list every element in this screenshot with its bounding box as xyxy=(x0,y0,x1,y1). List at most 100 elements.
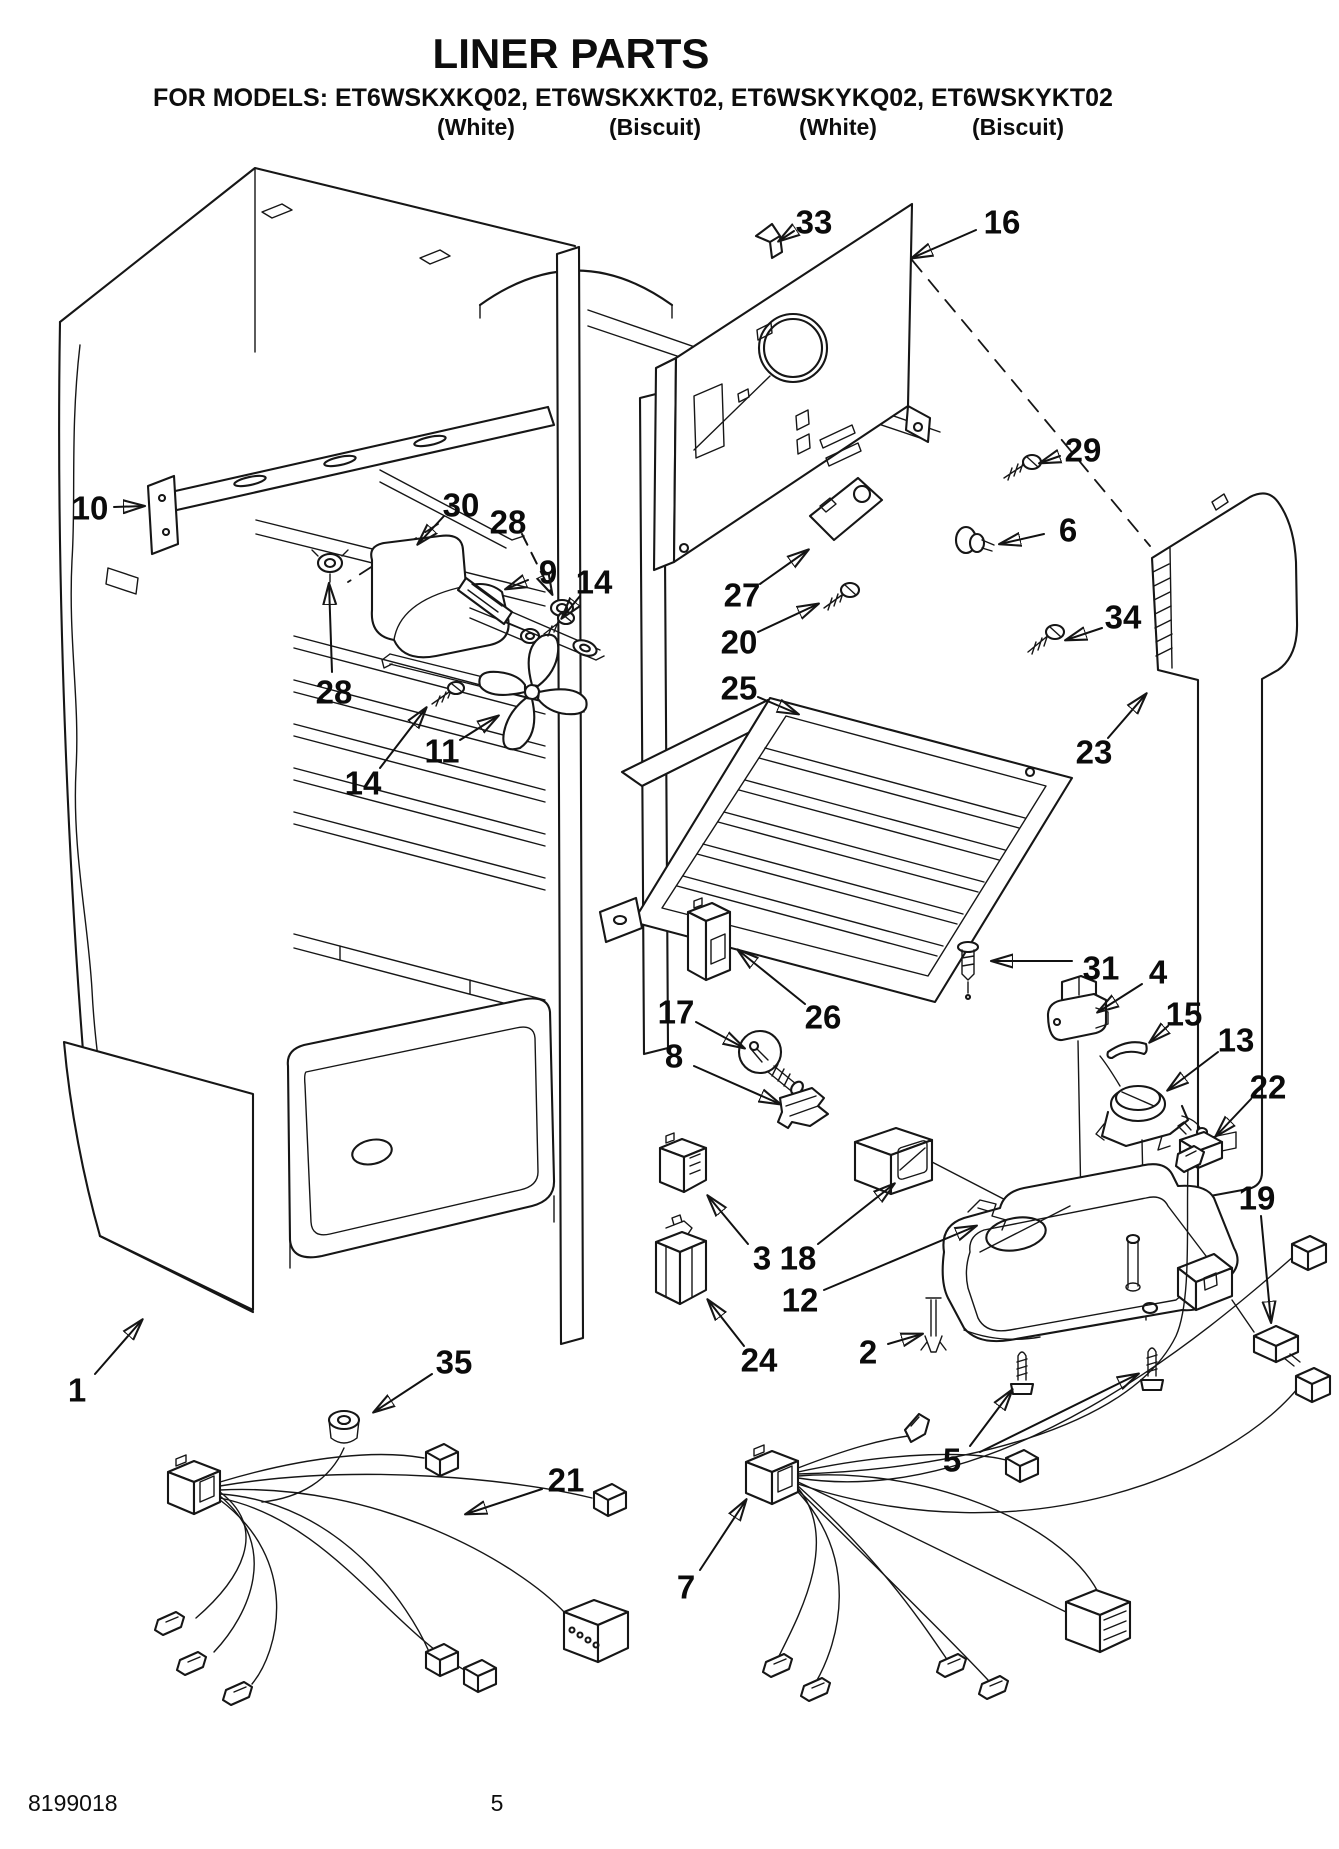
callout-layer: 1234567891011121314141516171819202122232… xyxy=(68,204,1287,1606)
gasket-strip-15 xyxy=(1106,1041,1148,1060)
callout-arrow-34 xyxy=(1066,628,1103,640)
callout-label-28: 28 xyxy=(490,504,527,541)
document-number: 8199018 xyxy=(28,1790,118,1816)
callout-arrow-8 xyxy=(693,1065,780,1104)
page-number: 5 xyxy=(490,1790,504,1816)
callout-label-31: 31 xyxy=(1083,950,1120,987)
callout-label-34: 34 xyxy=(1105,599,1142,636)
callout-arrow-6 xyxy=(1000,534,1045,544)
callout-label-25: 25 xyxy=(721,670,758,707)
callout-label-16: 16 xyxy=(984,204,1021,241)
callout-label-13: 13 xyxy=(1218,1022,1255,1059)
color-label-3: (White) xyxy=(799,114,877,140)
callout-label-12: 12 xyxy=(782,1282,819,1319)
callout-label-33: 33 xyxy=(796,204,833,241)
callout-label-10: 10 xyxy=(72,490,109,527)
callout-label-4: 4 xyxy=(1149,954,1168,991)
models-line: FOR MODELS: ET6WSKXKQ02, ET6WSKXKT02, ET… xyxy=(153,84,1113,112)
callout-label-3: 3 xyxy=(753,1240,771,1277)
fan-motor-assembly xyxy=(311,523,605,751)
callout-arrow-21 xyxy=(466,1488,543,1514)
callout-arrow-25 xyxy=(757,696,798,714)
callout-label-27: 27 xyxy=(724,577,761,614)
callout-arrow-9 xyxy=(506,580,529,589)
start-device-24 xyxy=(654,1214,708,1306)
callout-label-6: 6 xyxy=(1059,512,1077,549)
rear-duct-panel xyxy=(652,202,1151,572)
callout-arrow-26 xyxy=(738,950,806,1005)
callout-label-14: 14 xyxy=(576,564,613,601)
callout-arrow-5 xyxy=(979,1374,1138,1453)
callout-label-18: 18 xyxy=(780,1240,817,1277)
callout-label-8: 8 xyxy=(665,1038,683,1075)
callout-arrow-33 xyxy=(779,231,794,241)
wire-harness-left xyxy=(153,1442,630,1707)
callout-arrow-4 xyxy=(1098,983,1143,1012)
callout-arrow-5 xyxy=(969,1390,1012,1447)
pan-screw-b xyxy=(1139,1347,1165,1392)
callout-arrow-19 xyxy=(1260,1215,1271,1322)
callout-arrow-35 xyxy=(374,1373,433,1412)
callout-label-23: 23 xyxy=(1076,734,1113,771)
wire-harness-right xyxy=(744,1144,1332,1703)
callout-arrow-1 xyxy=(94,1320,142,1375)
callout-arrow-24 xyxy=(708,1300,745,1347)
clip-box-3 xyxy=(658,1132,708,1194)
cover-bracket-26 xyxy=(686,897,732,982)
color-label-1: (White) xyxy=(437,114,515,140)
callout-arrow-23 xyxy=(1107,694,1146,739)
callout-label-1: 1 xyxy=(68,1372,86,1409)
top-rail-bracket xyxy=(146,405,556,556)
callout-label-2: 2 xyxy=(859,1334,877,1371)
drain-pan xyxy=(941,1163,1239,1343)
callout-label-15: 15 xyxy=(1166,996,1203,1033)
callout-label-29: 29 xyxy=(1065,432,1102,469)
callout-label-19: 19 xyxy=(1239,1180,1276,1217)
callout-arrow-27 xyxy=(759,550,808,585)
callout-label-11: 11 xyxy=(425,733,460,770)
relay-4 xyxy=(1046,974,1109,1263)
drain-pin-2 xyxy=(920,1297,947,1353)
callout-label-35: 35 xyxy=(436,1344,473,1381)
callout-arrow-17 xyxy=(695,1021,744,1048)
callout-arrow-11 xyxy=(459,716,498,741)
callout-label-17: 17 xyxy=(658,994,695,1031)
callout-label-30: 30 xyxy=(443,487,480,524)
color-label-2: (Biscuit) xyxy=(609,114,701,140)
grommet-35 xyxy=(261,1409,361,1503)
callout-arrow-13 xyxy=(1168,1051,1219,1090)
connector-19 xyxy=(1231,1299,1301,1367)
callout-arrow-28 xyxy=(521,533,552,594)
callout-arrow-10 xyxy=(113,506,144,507)
panel-fasteners xyxy=(823,453,1066,655)
callout-arrow-22 xyxy=(1216,1098,1252,1136)
callout-label-14: 14 xyxy=(345,765,382,802)
pan-screw-a xyxy=(1009,1351,1035,1396)
callout-arrow-20 xyxy=(757,604,818,633)
bulb-socket xyxy=(776,1086,830,1130)
callout-arrow-29 xyxy=(1040,456,1060,463)
callout-arrow-15 xyxy=(1150,1026,1168,1042)
callout-arrow-28 xyxy=(329,584,332,673)
callout-arrow-16 xyxy=(912,229,977,258)
callout-label-26: 26 xyxy=(805,999,842,1036)
push-pin xyxy=(956,940,980,1001)
callout-label-28: 28 xyxy=(316,674,353,711)
callout-arrow-18 xyxy=(817,1184,894,1245)
callout-label-20: 20 xyxy=(721,624,758,661)
callout-label-5: 5 xyxy=(943,1442,961,1479)
callout-arrow-14 xyxy=(562,595,580,618)
callout-label-7: 7 xyxy=(677,1569,695,1606)
callout-arrow-30 xyxy=(418,515,445,544)
evaporator-shelf xyxy=(598,696,1074,1004)
light-bulb xyxy=(737,1029,804,1096)
callout-arrow-2 xyxy=(887,1334,922,1344)
color-label-4: (Biscuit) xyxy=(972,114,1064,140)
callout-arrow-7 xyxy=(699,1500,746,1571)
callout-label-24: 24 xyxy=(741,1342,778,1379)
callout-arrow-12 xyxy=(823,1226,976,1291)
page-title: LINER PARTS xyxy=(432,30,710,77)
callout-arrow-14 xyxy=(379,708,426,769)
